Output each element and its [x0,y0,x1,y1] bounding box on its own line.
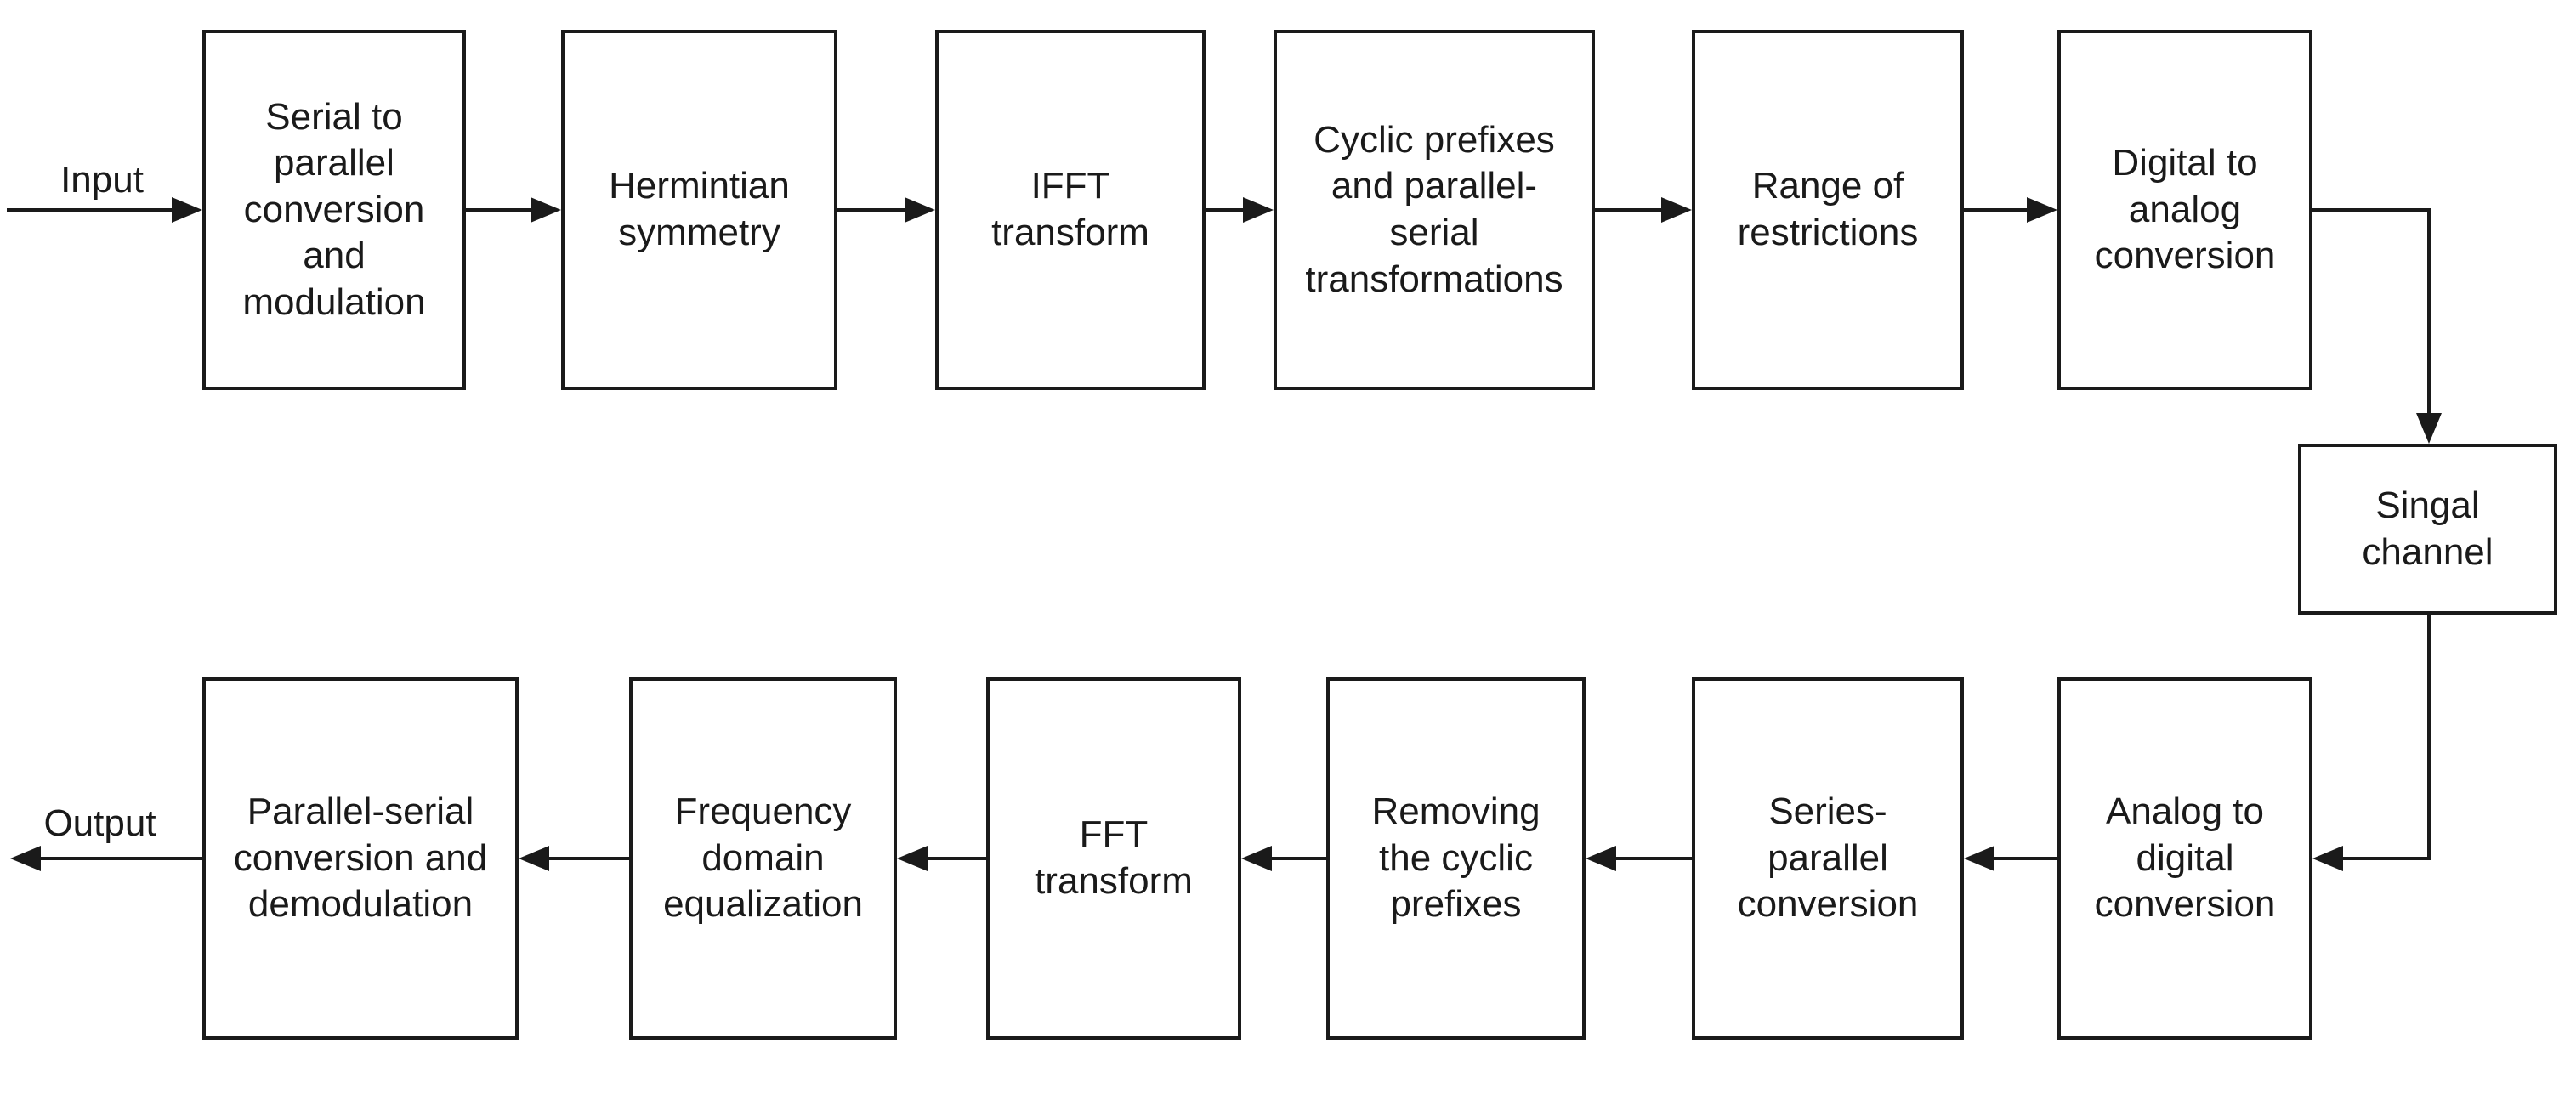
arrow-left-icon [1964,846,1994,871]
block-label: Range of restrictions [1737,165,1919,253]
arrow-line [1993,857,2057,860]
block-removing-cyclic-prefixes: Removing the cyclic prefixes [1326,677,1586,1040]
block-serial-to-parallel-modulation: Serial to parallel conversion and modula… [202,30,466,390]
block-ifft-transform: IFFT transform [935,30,1206,390]
arrow-line [1206,208,1245,212]
arrow-left-icon [897,846,928,871]
block-label: Series- parallel conversion [1737,790,1919,926]
arrow-right-icon [1243,197,1274,223]
arrow-line [466,208,532,212]
block-cyclic-prefixes-parallel-serial: Cyclic prefixes and parallel- serial tra… [1274,30,1595,390]
block-label: Analog to digital conversion [2094,790,2276,926]
block-label: Singal channel [2362,484,2494,573]
block-fft-transform: FFT transform [986,677,1241,1040]
arrow-line [2427,208,2431,415]
arrow-line [7,208,173,212]
arrow-line [2312,208,2431,212]
arrow-line [2341,857,2431,860]
arrow-right-icon [172,197,202,223]
arrow-right-icon [2027,197,2057,223]
arrow-left-icon [519,846,549,871]
block-frequency-domain-equalization: Frequency domain equalization [629,677,897,1040]
block-label: Serial to parallel conversion and modula… [242,95,426,323]
arrow-line [1964,208,2030,212]
block-label: Hermintian symmetry [609,165,790,253]
block-hermintian-symmetry: Hermintian symmetry [561,30,837,390]
arrow-right-icon [531,197,561,223]
block-digital-to-analog: Digital to analog conversion [2057,30,2312,390]
arrow-left-icon [1586,846,1616,871]
block-signal-channel: Singal channel [2298,444,2557,615]
arrow-right-icon [1661,197,1692,223]
block-label: Parallel-serial conversion and demodulat… [233,790,488,926]
arrow-line [1270,857,1326,860]
arrow-right-icon [905,197,935,223]
block-label: IFFT transform [991,165,1149,253]
block-analog-to-digital: Analog to digital conversion [2057,677,2312,1040]
block-range-of-restrictions: Range of restrictions [1692,30,1964,390]
input-label: Input [60,159,144,201]
output-label: Output [43,802,156,844]
block-label: Digital to analog conversion [2094,142,2276,277]
arrow-line [926,857,986,860]
arrow-line [837,208,906,212]
block-label: Frequency domain equalization [663,790,863,926]
arrow-line [2427,615,2431,860]
block-label: Cyclic prefixes and parallel- serial tra… [1305,118,1563,300]
arrow-down-icon [2416,413,2442,444]
block-label: Removing the cyclic prefixes [1371,790,1540,926]
arrow-line [1595,208,1663,212]
arrow-line [1614,857,1692,860]
arrow-line [548,857,629,860]
arrow-left-icon [10,846,41,871]
arrow-line [39,857,202,860]
arrow-left-icon [1241,846,1272,871]
block-series-parallel-conversion: Series- parallel conversion [1692,677,1964,1040]
block-label: FFT transform [1035,813,1193,902]
arrow-left-icon [2312,846,2343,871]
block-parallel-serial-demodulation: Parallel-serial conversion and demodulat… [202,677,519,1040]
